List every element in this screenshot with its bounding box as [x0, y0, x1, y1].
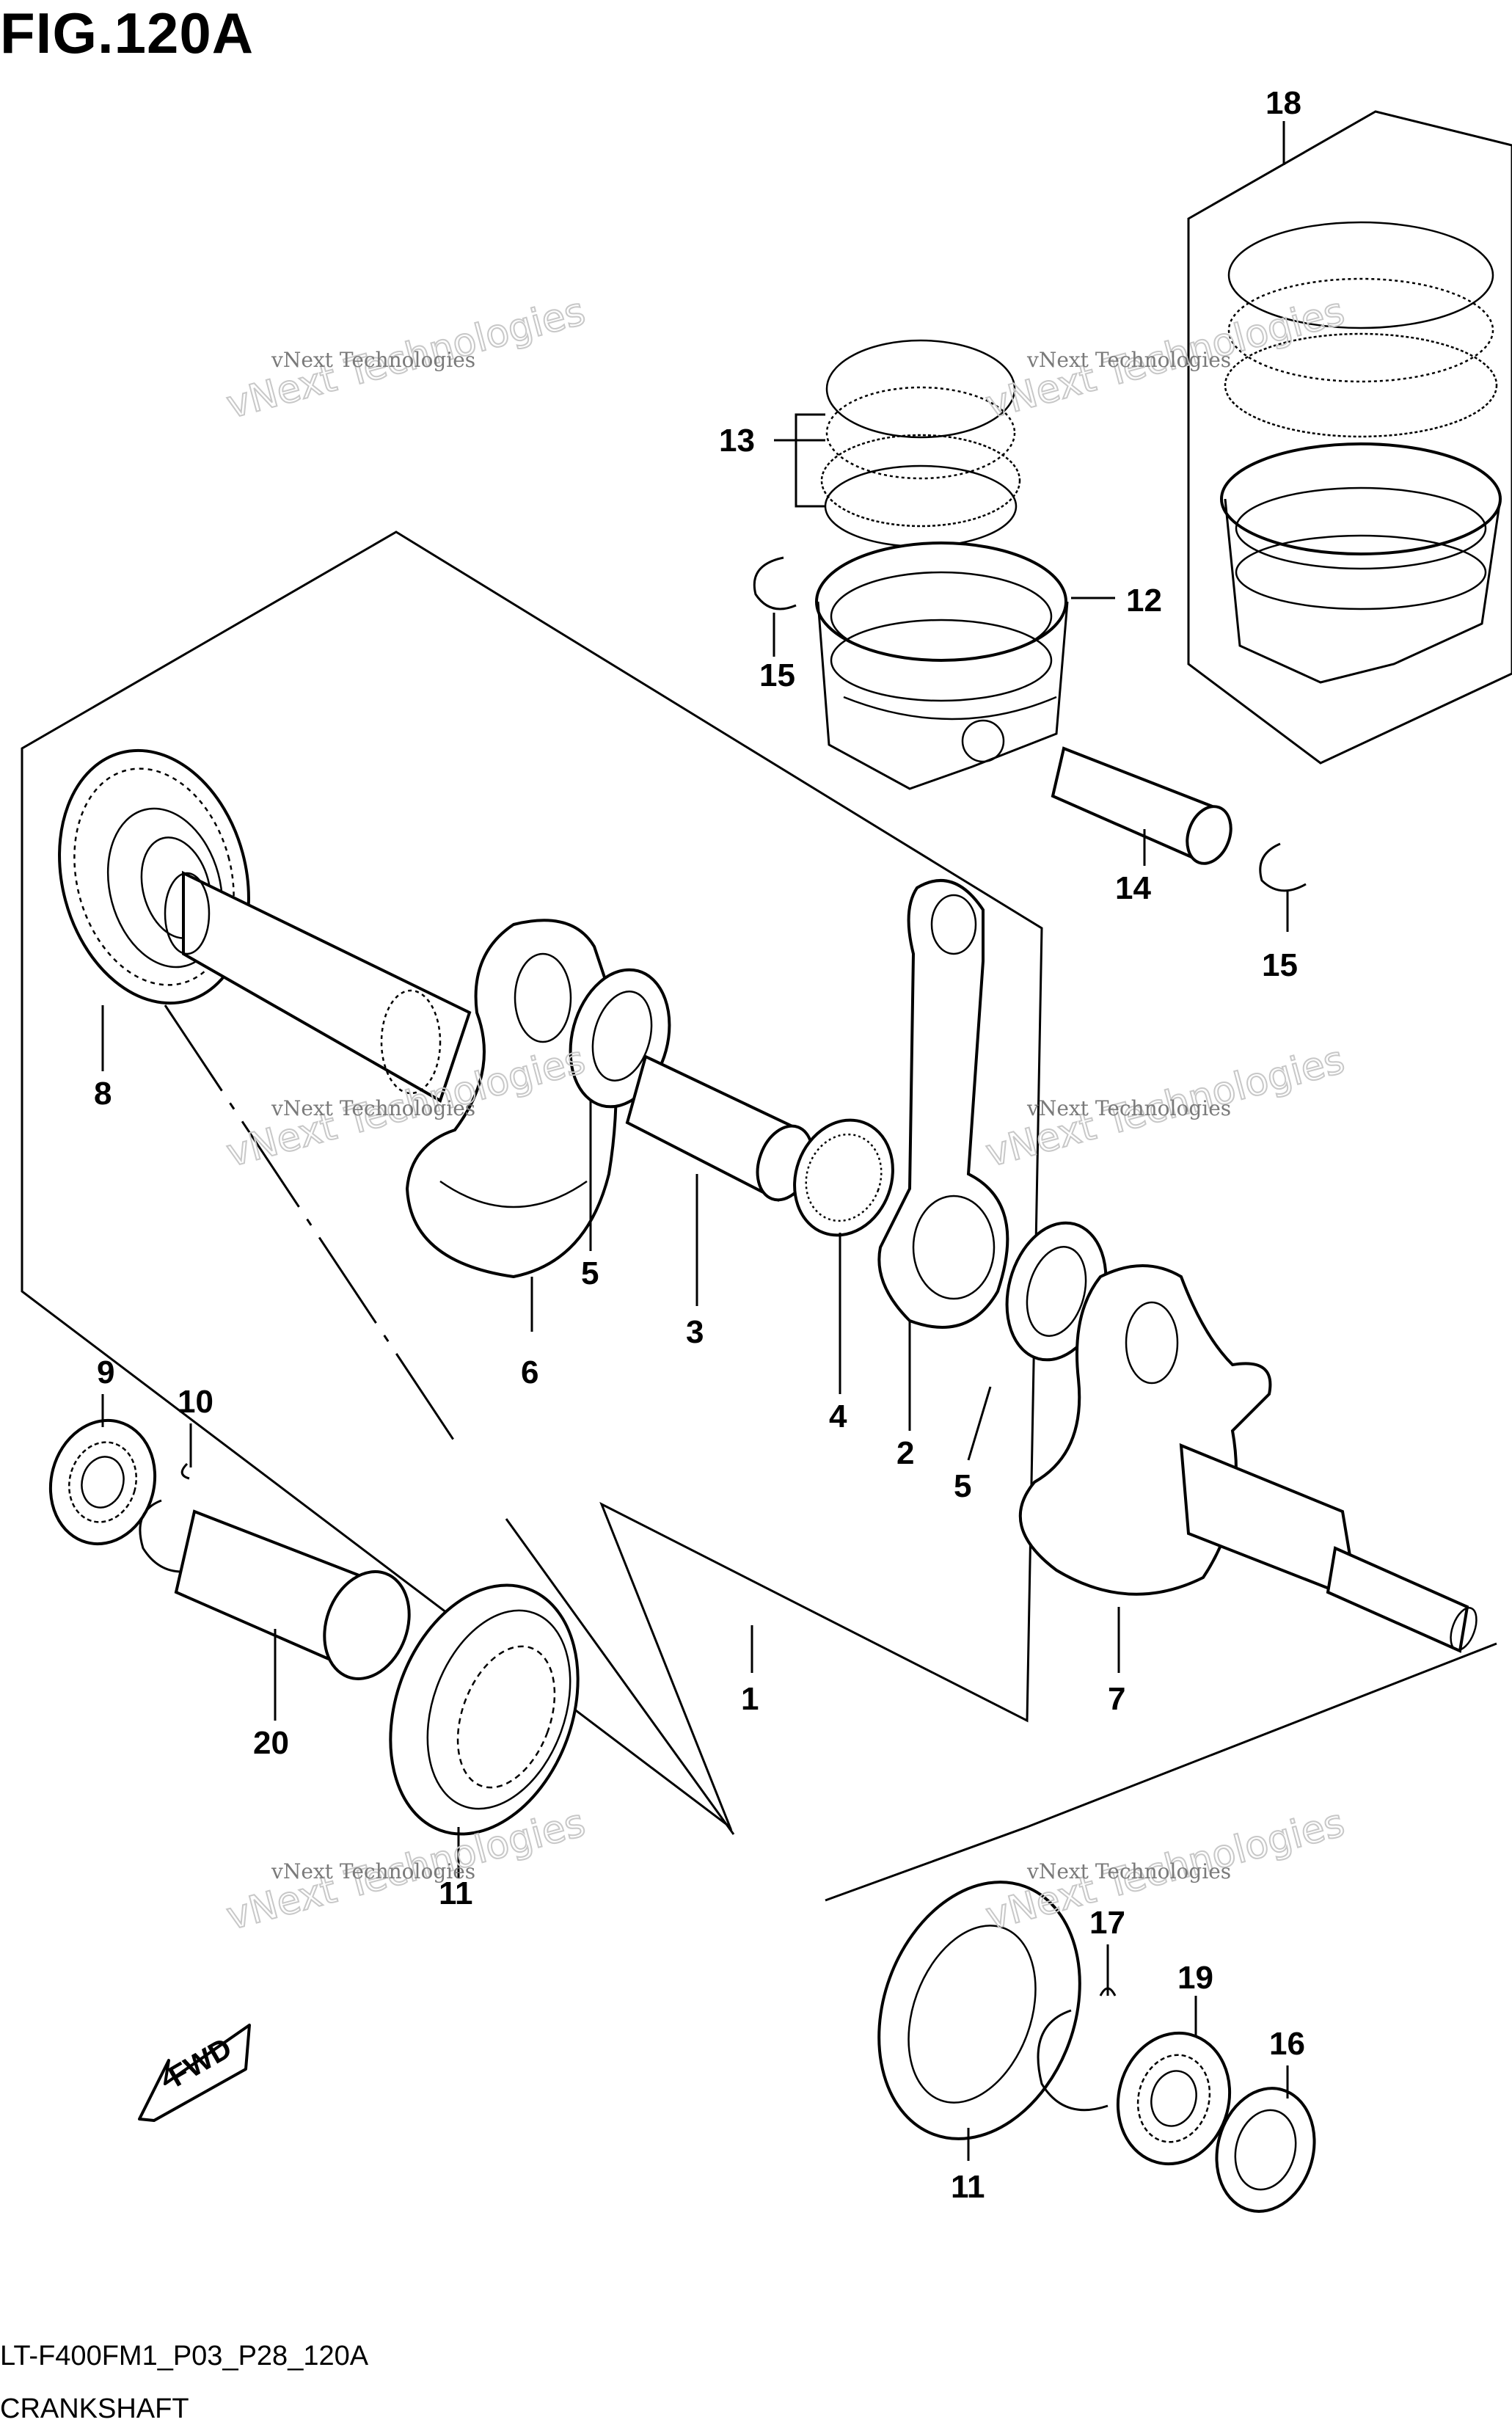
- svg-text:vNext Technologies: vNext Technologies: [1026, 1096, 1231, 1120]
- assembly-outline: [21, 530, 1043, 1831]
- figure-code: LT-F400FM1_P03_P28_120A: [0, 2341, 369, 2371]
- callout-11-bottom: 11: [951, 2169, 985, 2205]
- piston-rings: [820, 339, 1021, 548]
- callout-3: 3: [686, 1314, 704, 1350]
- watermark-top-right: vNext Technologies vNext Technologies: [981, 289, 1350, 429]
- callout-9: 9: [97, 1354, 114, 1390]
- left-crank-journal: [164, 870, 472, 1103]
- oil-seal-16: [1215, 2087, 1316, 2213]
- circlip-right: [1259, 842, 1307, 892]
- callout-labels: 18 13 12 15 14 15 8 5 3 6 4 2 5 9 10 20 …: [94, 85, 1305, 2205]
- main-bearing: [389, 1583, 580, 1836]
- watermark-mid-right: vNext Technologies vNext Technologies: [981, 1038, 1350, 1177]
- callout-5-right: 5: [954, 1468, 971, 1504]
- callout-18: 18: [1266, 85, 1301, 121]
- connecting-rod: [877, 879, 1009, 1329]
- svg-text:vNext Technologies: vNext Technologies: [271, 1859, 475, 1883]
- leader-lines: [101, 121, 1289, 2161]
- circlip-10: [139, 1499, 195, 1573]
- piston-pin: [1051, 746, 1232, 865]
- bearing-left: [48, 1418, 157, 1546]
- callout-20: 20: [253, 1725, 289, 1761]
- piston: [815, 541, 1069, 790]
- circlip-17: [1037, 2009, 1109, 2112]
- callout-7: 7: [1108, 1681, 1125, 1717]
- watermark-bottom-left: vNext Technologies vNext Technologies: [222, 1801, 591, 1940]
- circlip-left: [753, 556, 797, 610]
- watermark-top-left: vNext Technologies vNext Technologies: [222, 289, 591, 429]
- callout-12: 12: [1126, 583, 1162, 619]
- piston-set-outline: [1187, 110, 1512, 765]
- spare-piston-set: [1220, 221, 1502, 684]
- svg-text:vNext Technologies: vNext Technologies: [1026, 348, 1231, 372]
- needle-bearing: [793, 1118, 894, 1237]
- callout-13: 13: [719, 423, 755, 459]
- svg-text:vNext Technologies: vNext Technologies: [271, 348, 475, 372]
- right-crank: [1018, 1264, 1478, 1653]
- callout-4: 4: [829, 1398, 847, 1434]
- callout-10: 10: [178, 1384, 213, 1420]
- bearing-group-outline: [825, 1642, 1497, 1902]
- callout-11-center: 11: [439, 1875, 473, 1911]
- callout-16: 16: [1269, 2026, 1305, 2062]
- watermark-bottom-right: vNext Technologies vNext Technologies: [981, 1801, 1350, 1940]
- figure-title: FIG.120A: [0, 1, 255, 65]
- crank-pin: [625, 1054, 814, 1202]
- svg-text:vNext Technologies: vNext Technologies: [271, 1096, 475, 1120]
- callout-2: 2: [896, 1435, 914, 1471]
- callout-1: 1: [741, 1681, 759, 1717]
- svg-text:vNext Technologies: vNext Technologies: [1026, 1859, 1231, 1883]
- bearing-19: [1116, 2031, 1232, 2166]
- callout-17: 17: [1089, 1905, 1125, 1941]
- callout-5-left: 5: [581, 1255, 599, 1291]
- sleeve: [174, 1509, 411, 1680]
- callout-19: 19: [1177, 1960, 1213, 1996]
- callout-8: 8: [94, 1076, 112, 1112]
- callout-6: 6: [521, 1354, 538, 1390]
- figure-name: CRANKSHAFT: [0, 2393, 189, 2424]
- callout-15-top: 15: [759, 657, 795, 693]
- oil-seal: [877, 1881, 1081, 2140]
- callout-15-right: 15: [1262, 947, 1298, 983]
- callout-14: 14: [1115, 870, 1151, 906]
- fwd-arrow: FWD: [138, 2024, 251, 2122]
